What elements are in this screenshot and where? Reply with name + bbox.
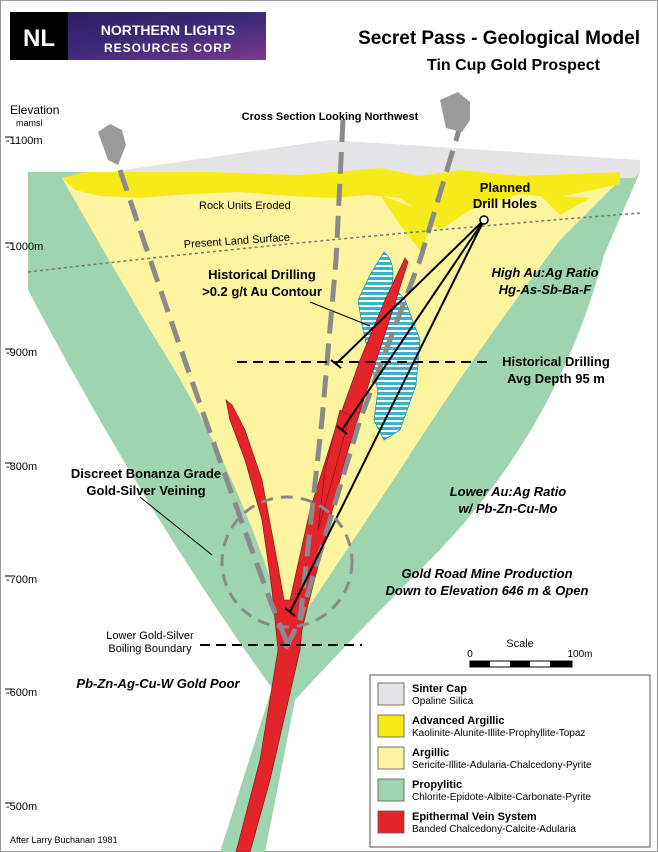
elevation-axis: Elevation mamsl -1100m -1000m -900m -800… bbox=[5, 103, 59, 813]
hist-depth-label-1: Historical Drilling bbox=[502, 354, 610, 369]
hist-contour-label-2: >0.2 g/t Au Contour bbox=[202, 284, 322, 299]
drill-rig-icon-left bbox=[98, 124, 126, 165]
gold-road-label-1: Gold Road Mine Production bbox=[401, 566, 572, 581]
geology-cross-section bbox=[28, 140, 640, 852]
land-surface-line bbox=[27, 212, 641, 273]
company-logo: NL NORTHERN LIGHTS RESOURCES CORP bbox=[10, 12, 266, 60]
boiling-label-2: Boiling Boundary bbox=[108, 643, 192, 655]
bonanza-label-2: Gold-Silver Veining bbox=[86, 483, 205, 498]
main-title: Secret Pass - Geological Model bbox=[358, 28, 640, 49]
gold-road-label-2: Down to Elevation 646 m & Open bbox=[386, 583, 589, 598]
advanced-argillic-zone bbox=[62, 168, 620, 230]
tick-600: -600m bbox=[6, 687, 37, 699]
legend-item: PropyliticChlorite-Epidote-Albite-Carbon… bbox=[377, 778, 591, 803]
logo-line1: NORTHERN LIGHTS bbox=[101, 22, 236, 38]
tick-1000: -1000m bbox=[6, 241, 43, 253]
legend-desc: Chlorite-Epidote-Albite-Carbonate-Pyrite bbox=[412, 792, 591, 803]
tick-700: -700m bbox=[6, 574, 37, 586]
legend-desc: Sericite-Illite-Adularia-Chalcedony-Pyri… bbox=[412, 760, 592, 771]
legend-swatch bbox=[377, 714, 405, 738]
planned-drill-holes bbox=[284, 219, 485, 617]
legend-desc: Opaline Silica bbox=[412, 696, 474, 707]
tick-1100: -1100m bbox=[6, 135, 42, 147]
axis-unit: mamsl bbox=[16, 118, 43, 128]
legend-title: Epithermal Vein System bbox=[412, 811, 537, 823]
planned-label-1: Planned bbox=[480, 180, 531, 195]
drill-rig-icon-right bbox=[440, 92, 470, 132]
leader-lines bbox=[139, 301, 371, 556]
credit-label: After Larry Buchanan 1981 bbox=[10, 835, 118, 845]
hist-depth-label-2: Avg Depth 95 m bbox=[507, 371, 605, 386]
sub-title: Tin Cup Gold Prospect bbox=[427, 57, 601, 74]
scale-left: 0 bbox=[467, 649, 473, 660]
legend-swatch bbox=[377, 778, 405, 802]
lower-ratio-label-2: w/ Pb-Zn-Cu-Mo bbox=[459, 501, 558, 516]
scale-bar: Scale 0 100m bbox=[467, 638, 593, 668]
legend-item: Advanced ArgillicKaolinite-Alunite-Illit… bbox=[377, 714, 585, 739]
tick-900: -900m bbox=[6, 347, 37, 359]
axis-label: Elevation bbox=[10, 103, 59, 117]
depth-dashes bbox=[200, 361, 492, 646]
drill-rig-icons bbox=[98, 92, 470, 165]
planned-label-2: Drill Holes bbox=[473, 196, 537, 211]
legend-swatch bbox=[377, 810, 405, 834]
section-label: Cross Section Looking Northwest bbox=[242, 111, 419, 123]
legend-title: Propylitic bbox=[412, 779, 462, 791]
scale-right: 100m bbox=[567, 649, 592, 660]
legend-title: Argillic bbox=[412, 747, 449, 759]
lower-ratio-label-1: Lower Au:Ag Ratio bbox=[450, 484, 567, 499]
hist-contour-label-1: Historical Drilling bbox=[208, 267, 316, 282]
drill-collar bbox=[479, 215, 489, 225]
high-ratio-label-1: High Au:Ag Ratio bbox=[491, 265, 598, 280]
legend-swatch bbox=[377, 746, 405, 770]
high-ratio-label-2: Hg-As-Sb-Ba-F bbox=[499, 282, 592, 297]
scale-label: Scale bbox=[506, 638, 534, 650]
legend-title: Advanced Argillic bbox=[412, 715, 505, 727]
boiling-label-1: Lower Gold-Silver bbox=[106, 630, 194, 642]
rock-eroded-label: Rock Units Eroded bbox=[199, 200, 291, 212]
argillic-zone bbox=[62, 178, 620, 628]
gold-poor-label: Pb-Zn-Ag-Cu-W Gold Poor bbox=[76, 676, 240, 691]
legend-desc: Banded Chalcedony-Calcite-Adularia bbox=[412, 824, 576, 835]
bonanza-zone-circle bbox=[220, 495, 354, 629]
tick-800: -800m bbox=[6, 461, 37, 473]
fault-lines bbox=[117, 119, 465, 652]
legend-desc: Kaolinite-Alunite-Illite-Prophyllite-Top… bbox=[412, 728, 585, 739]
logo-line2: RESOURCES CORP bbox=[104, 41, 232, 55]
logo-mark: NL bbox=[23, 25, 55, 52]
legend-title: Sinter Cap bbox=[412, 683, 467, 695]
bonanza-label-1: Discreet Bonanza Grade bbox=[71, 466, 221, 481]
legend-swatch bbox=[377, 682, 405, 706]
tick-500: -500m bbox=[6, 801, 37, 813]
legend-item: ArgillicSericite-Illite-Adularia-Chalced… bbox=[377, 746, 592, 771]
